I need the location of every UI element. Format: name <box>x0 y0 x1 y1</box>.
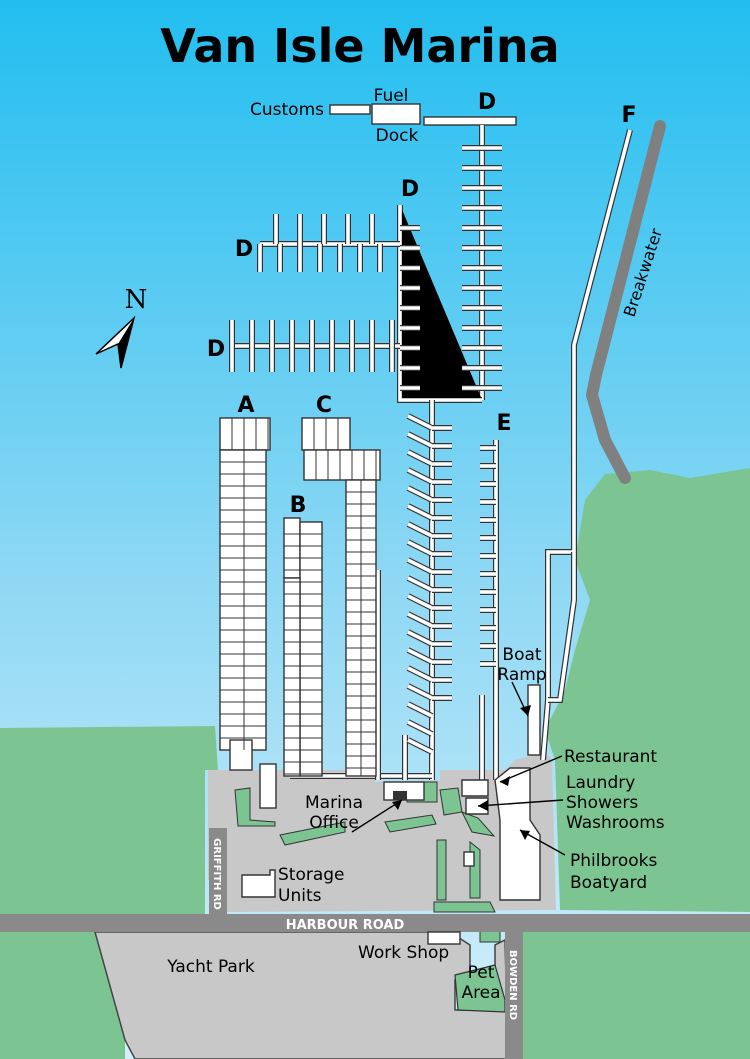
philbrooks-label-1: Philbrooks <box>570 851 658 871</box>
customs-label: Customs <box>250 100 324 120</box>
griffith-road-label: GRIFFITH RD <box>211 838 222 910</box>
storage-units-label-1: Storage <box>278 865 345 885</box>
dock-letter-f: F <box>621 103 636 128</box>
slip-divisions <box>220 418 377 776</box>
leader-arrowheads <box>392 705 531 840</box>
boat-ramp <box>527 684 541 756</box>
breakwater <box>586 120 666 484</box>
harbour-road <box>0 914 750 932</box>
land-east <box>545 468 750 912</box>
dock-letter-d-left-upper: D <box>235 237 253 262</box>
small-shed <box>463 851 475 867</box>
yacht-park-label: Yacht Park <box>166 957 255 977</box>
landscaped-medians <box>234 781 501 943</box>
dock-letter-b: B <box>290 493 307 518</box>
b-dock <box>283 517 323 777</box>
work-shop-building <box>427 931 461 945</box>
boat-ramp-label-1: Boat <box>502 645 541 665</box>
dock-letter-a: A <box>237 393 254 418</box>
map-title: Van Isle Marina <box>160 19 559 73</box>
d-docks <box>232 103 517 780</box>
harbour-road-label: HARBOUR ROAD <box>286 918 405 933</box>
a-dock <box>219 417 277 809</box>
laundry-label: Laundry <box>566 773 635 793</box>
dock-letter-d-mid: D <box>401 177 419 202</box>
land-southeast <box>522 928 750 1059</box>
land-west <box>0 726 218 915</box>
washrooms-label: Washrooms <box>566 813 665 833</box>
work-shop-label: Work Shop <box>358 943 449 963</box>
north-arrow-icon: N <box>95 285 148 369</box>
slip-fingers <box>229 145 502 755</box>
bowden-road-label: BOWDEN RD <box>507 950 518 1020</box>
dock-letter-c: C <box>316 393 332 418</box>
showers-label: Showers <box>566 793 638 813</box>
buildings <box>241 767 541 945</box>
dock-letter-d-top: D <box>478 90 496 115</box>
bowden-road <box>505 928 523 1059</box>
storage-units-label-2: Units <box>278 886 322 906</box>
marina-office-label-2: Office <box>309 813 359 833</box>
fuel-dock-label-1: Fuel <box>374 86 409 106</box>
philbrooks-boatyard-building <box>494 767 541 901</box>
philbrooks-label-2: Boatyard <box>570 873 647 893</box>
compass-label: N <box>125 285 148 315</box>
dock-letter-e: E <box>496 411 511 436</box>
storage-units-building <box>241 869 276 898</box>
marina-office-label-1: Marina <box>305 793 363 813</box>
restaurant-label: Restaurant <box>564 747 657 767</box>
fuel-dock-label-2: Dock <box>376 126 419 146</box>
land-southwest <box>0 932 125 1059</box>
griffith-road <box>209 828 227 918</box>
fuel-dock <box>371 103 421 125</box>
pet-area-label-2: Area <box>461 983 500 1003</box>
marina-office-door <box>393 791 407 800</box>
laundry-building <box>465 797 489 815</box>
boat-ramp-label-2: Ramp <box>497 665 546 685</box>
restaurant-building <box>461 779 489 797</box>
dock-letter-d-left-lower: D <box>207 337 225 362</box>
pet-area-label-1: Pet <box>468 963 495 983</box>
